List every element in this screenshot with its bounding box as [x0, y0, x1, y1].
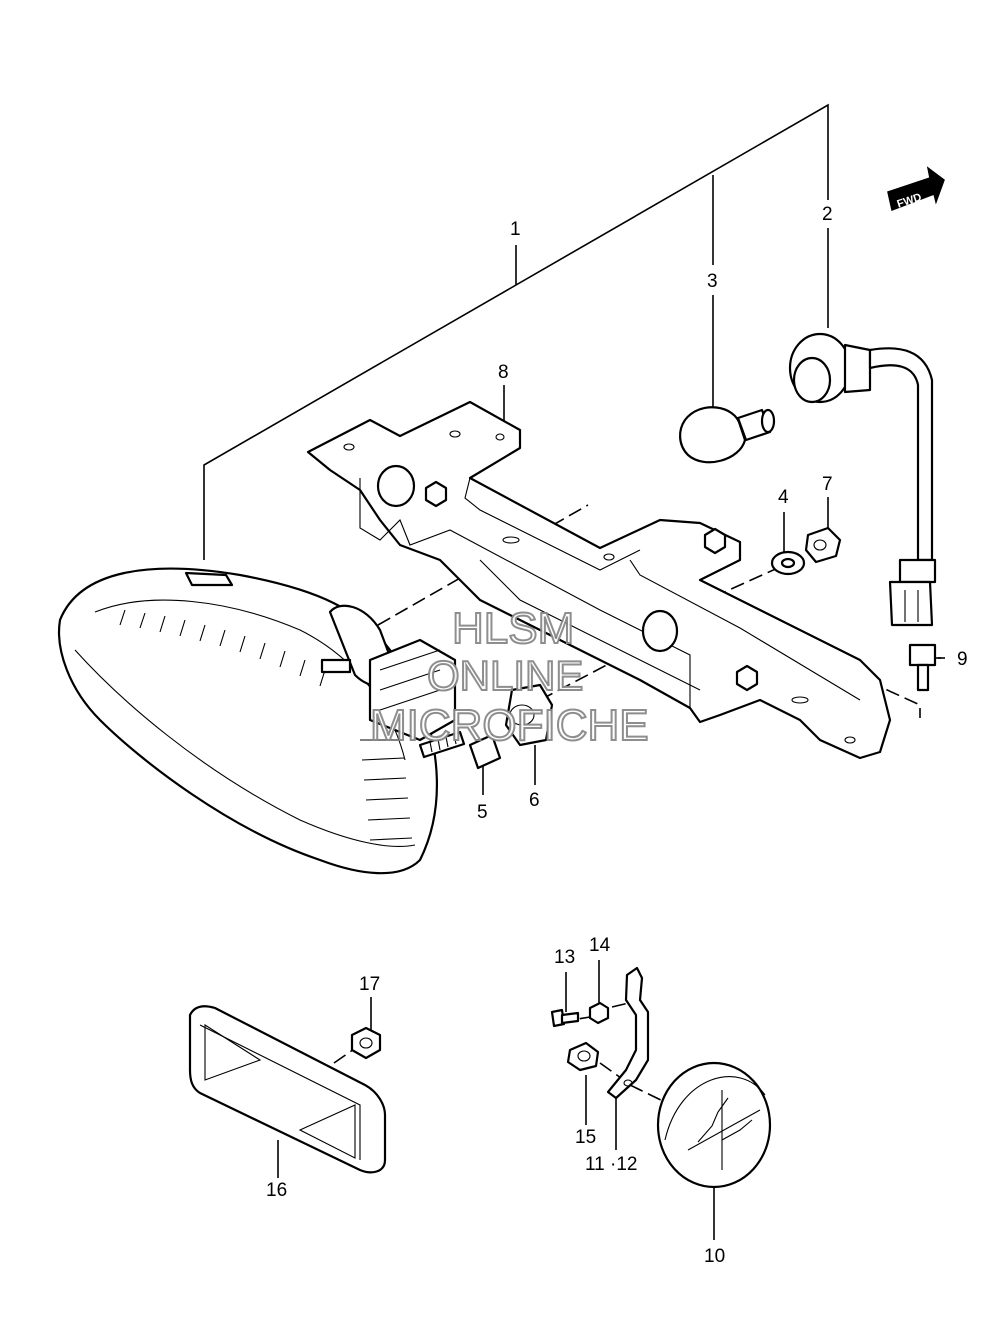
callout-2: 2	[822, 204, 833, 225]
callout-4: 4	[778, 487, 789, 508]
bulb	[679, 406, 776, 464]
callout-11-12: 11 ·12	[585, 1154, 637, 1175]
callout-numbers: 1 2 3 4 5 6 7 8 9 10 11 ·12 13 14 15 16 …	[266, 204, 968, 1267]
callout-3: 3	[707, 271, 718, 292]
callout-5: 5	[477, 802, 488, 823]
callout-15: 15	[575, 1127, 596, 1148]
watermark-line-3: MICROFICHE	[370, 701, 649, 750]
mounting-bracket	[306, 400, 892, 760]
callout-7: 7	[822, 474, 833, 495]
callout-14: 14	[589, 935, 611, 956]
socket-harness	[788, 332, 937, 627]
tail-lamp-assembly	[58, 567, 466, 875]
rear-reflector	[188, 1005, 387, 1174]
callout-1: 1	[510, 219, 521, 240]
callout-13: 13	[554, 947, 575, 968]
watermark: HLSM ONLINE MICROFICHE	[369, 603, 650, 751]
callout-8: 8	[498, 362, 509, 383]
watermark-line-2: ONLINE	[427, 652, 583, 699]
watermark-line-1: HLSM	[452, 604, 574, 653]
callout-6: 6	[529, 790, 540, 811]
callout-16: 16	[266, 1180, 287, 1201]
callout-10: 10	[704, 1246, 725, 1267]
license-light-group	[550, 966, 772, 1189]
callout-17: 17	[359, 974, 380, 995]
small-fasteners	[468, 526, 937, 770]
fwd-arrow-icon: FWD	[887, 166, 945, 212]
callout-9: 9	[957, 649, 968, 670]
